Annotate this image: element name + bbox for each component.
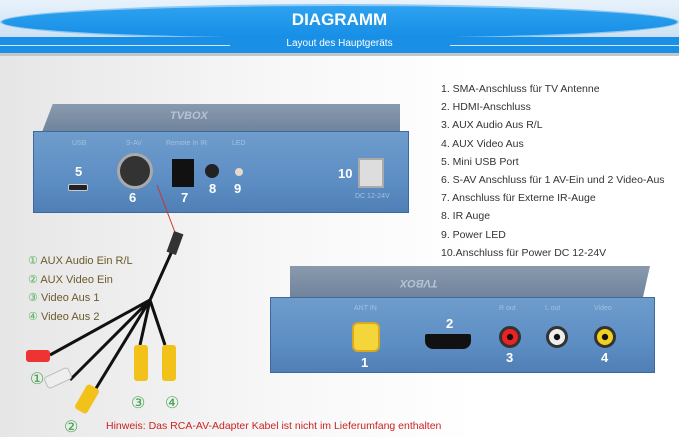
silk-label: ANT IN [354, 305, 377, 312]
device-top [42, 104, 400, 132]
silk-label: USB [72, 140, 87, 147]
cable-legend: ① AUX Audio Ein R/L ② AUX Video Ein ③ Vi… [28, 252, 133, 326]
silk-label: DC 12-24V [355, 193, 390, 200]
ir-connector-icon [172, 159, 194, 187]
cable-legend-item: ① AUX Audio Ein R/L [28, 252, 133, 271]
brand-logo: TVBOX [400, 277, 438, 289]
silk-label: R out [499, 305, 516, 312]
label: AUX Video Ein [40, 273, 113, 286]
header-banner: DIAGRAMM Layout des Hauptgeräts [0, 0, 679, 56]
silk-label: S-AV [126, 140, 142, 147]
power-dc-port-icon [358, 158, 384, 188]
cable-marker: ② [64, 419, 79, 436]
port-number: 1 [361, 355, 369, 370]
legend-item: 10.Anschluss für Power DC 12-24V [441, 246, 607, 259]
port-number: 7 [181, 190, 189, 205]
cable-marker: ④ [165, 395, 180, 412]
marker: ② [28, 273, 38, 286]
port-number: 8 [209, 181, 217, 196]
banner-oval [0, 4, 679, 40]
mini-usb-port-icon [68, 184, 88, 191]
legend-item: 5. Mini USB Port [441, 155, 519, 168]
silk-label: L out [545, 305, 561, 312]
port-number: 10 [338, 166, 353, 181]
marker: ① [28, 255, 38, 267]
cable-legend-item: ② AUX Video Ein [28, 271, 133, 290]
legend-item: 1. SMA-Anschluss für TV Antenne [441, 83, 600, 95]
rca-plug-yellow [134, 345, 148, 381]
pointer-arrow [156, 184, 177, 236]
note-text: Hinweis: Das RCA-AV-Adapter Kabel ist ni… [106, 420, 442, 432]
silk-label: Remote In IR [166, 140, 208, 147]
legend-item: 8. IR Auge [441, 210, 491, 223]
legend-item: 2. HDMI-Anschluss [441, 101, 531, 114]
port-number: 5 [75, 164, 83, 179]
port-number: 9 [234, 181, 242, 196]
port-number: 4 [601, 350, 609, 365]
cable-legend-item: ③ Video Aus 1 [28, 289, 133, 308]
s-av-port-icon [117, 153, 153, 189]
banner-band [0, 37, 679, 53]
rca-plug-white [44, 367, 72, 389]
rca-plug-yellow [162, 345, 176, 381]
divider [0, 45, 230, 46]
hdmi-port-icon [425, 334, 471, 349]
rca-r-out-icon [499, 326, 521, 348]
legend-item: 7. Anschluss für Externe IR-Auge [441, 192, 596, 205]
power-led-icon [235, 168, 243, 176]
marker: ④ [28, 310, 38, 323]
legend-item: 9. Power LED [441, 228, 506, 241]
brand-logo: TVBOX [170, 110, 208, 122]
rca-l-out-icon [546, 326, 568, 348]
cable-legend-item: ④ Video Aus 2 [28, 308, 133, 327]
legend-item: 3. AUX Audio Aus R/L [441, 119, 543, 132]
page-title: DIAGRAMM [291, 10, 388, 29]
page-subtitle: Layout des Hauptgeräts [286, 38, 393, 49]
cable-marker: ③ [131, 395, 146, 412]
device-back-face [33, 131, 409, 213]
rca-plug-red [26, 350, 50, 362]
silk-label: Video [594, 305, 612, 312]
label: Video Aus 2 [40, 310, 100, 323]
label: AUX Audio Ein R/L [40, 255, 133, 267]
sma-antenna-port-icon [352, 322, 380, 352]
cable-wires [49, 239, 179, 391]
device-top [290, 266, 650, 298]
legend-item: 4. AUX Video Aus [441, 137, 524, 150]
marker: ③ [28, 292, 38, 305]
port-number: 2 [446, 316, 454, 331]
port-number: 6 [129, 190, 137, 205]
s-av-plug [166, 230, 184, 256]
cable-marker: ① [30, 371, 45, 388]
port-number: 3 [506, 350, 514, 365]
label: Video Aus 1 [40, 292, 100, 305]
rca-plug-yellow [75, 384, 99, 414]
ir-eye-icon [205, 164, 219, 178]
silk-label: LED [232, 140, 246, 147]
legend-item: 6. S-AV Anschluss für 1 AV-Ein und 2 Vid… [441, 174, 665, 187]
divider [450, 45, 679, 46]
port-legend: 1. SMA-Anschluss für TV Antenne 2. HDMI-… [441, 80, 677, 262]
rca-video-out-icon [594, 326, 616, 348]
